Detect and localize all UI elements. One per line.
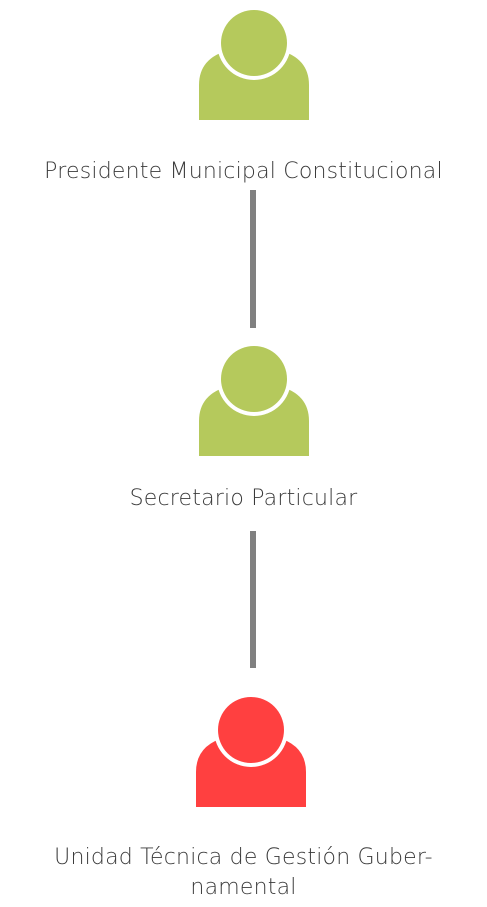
node-label-unit-line1: Unidad Técnica de Gestión Guber- [54,845,433,870]
connector-line [250,531,256,668]
node-label-secretary: Secretario Particular [129,486,358,511]
person-icon [199,346,309,456]
person-icon [196,697,306,807]
node-label-president: Presidente Municipal Constitucional [44,159,443,184]
person-icon [199,10,309,120]
connector-line [250,190,256,328]
node-label-unit-line2: namental [190,875,297,900]
